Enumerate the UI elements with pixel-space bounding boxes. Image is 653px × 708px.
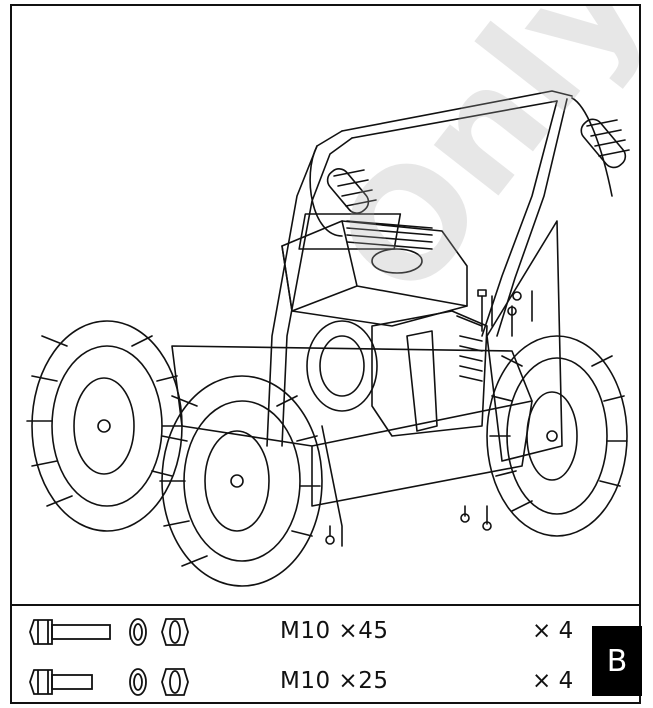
right-grip: [571, 97, 630, 197]
parts-list: M10 ×45 × 4 M10 ×25 × 4 B: [12, 606, 642, 704]
engine: [281, 213, 488, 437]
divider-line: [12, 604, 639, 606]
short-bolt-icon: [29, 668, 189, 696]
bolt-spec: M10 ×45: [280, 618, 389, 644]
long-bolt-icon: [29, 618, 189, 646]
handlebar-frame: [266, 90, 573, 447]
bolt-quantity: × 4: [532, 668, 574, 694]
parts-row: M10 ×45 × 4: [12, 614, 592, 654]
loose-bolts: [325, 289, 522, 545]
watermark: Only Used: [303, 6, 639, 328]
left-outer-wheel: [26, 320, 183, 532]
left-grip: [326, 168, 377, 214]
right-wheel: [486, 335, 628, 537]
tractor-illustration: Only Used: [26, 6, 639, 587]
bolt-quantity: × 4: [532, 618, 574, 644]
bolt-spec: M10 ×25: [280, 668, 389, 694]
parts-row: M10 ×25 × 4: [12, 664, 592, 704]
section-badge: B: [592, 626, 642, 696]
left-inner-wheel: [159, 375, 323, 587]
instruction-frame: Only Used M10 ×45 × 4: [10, 4, 642, 704]
